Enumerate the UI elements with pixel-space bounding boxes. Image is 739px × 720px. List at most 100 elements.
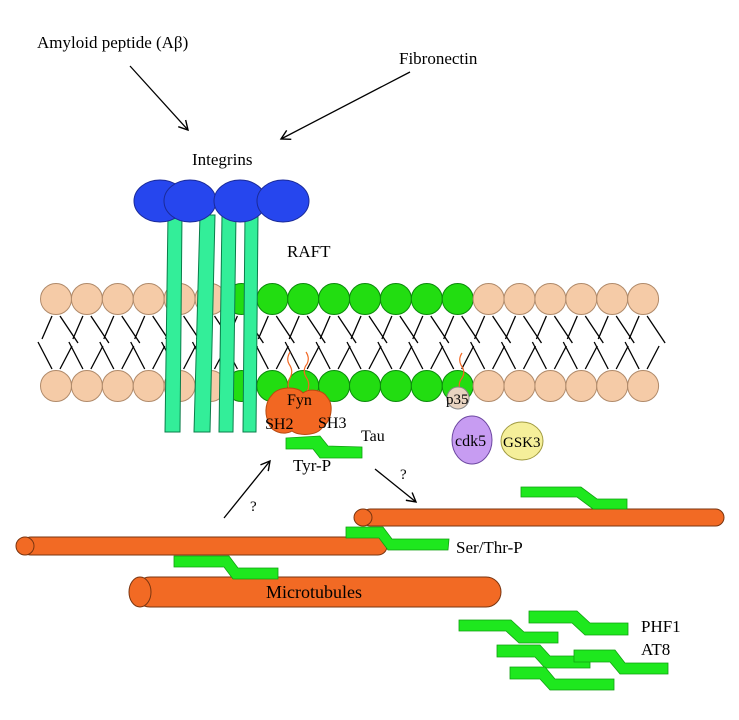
integrin-heads [133,179,310,223]
tau-protein [458,619,559,644]
tau-protein [573,649,669,675]
lipid-tail [628,315,640,340]
lipid-tail [103,315,115,340]
fyn-lipid-anchor [303,351,310,393]
tyr-p-label: Tyr-P [293,456,331,475]
tau-protein [496,644,591,669]
sh2-label: SH2 [265,416,293,433]
lipid-tail [430,315,450,344]
raft-lipid-head [318,283,351,315]
lipid-head [472,370,505,402]
lipid-tail [90,345,104,370]
lipid-head [565,283,598,315]
lipid-tail [368,315,388,344]
lipid-tail [90,315,110,344]
lipid-tail [72,315,84,340]
lipid-tail [470,341,486,370]
phf1-label: PHF1 [641,617,681,636]
lipid-tail [59,315,79,344]
lipid-tail [615,345,629,370]
lipid-tail [584,315,604,344]
integrin-stalk [242,214,259,433]
integrins-label: Integrins [192,150,252,169]
lipid-tail [584,345,598,370]
lipid-tail [492,345,506,370]
lipid-tail [134,315,146,340]
arrows [129,65,418,519]
lipid-bilayer [37,283,666,402]
microtubules-label: Microtubules [266,582,362,602]
tau-protein [285,435,363,459]
lipid-tail [275,345,289,370]
lipid-tail [130,341,146,370]
lipid-head [40,283,72,315]
lipid-tail [275,315,295,344]
gsk3-kinase [500,421,544,461]
lipid-head [132,283,165,315]
lipid-tail [306,315,326,344]
lipid-tail [99,341,115,370]
lipid-tail [368,345,382,370]
lipid-tail [68,341,84,370]
microtubule [353,508,725,527]
lipid-head [101,283,134,315]
lipid-tail [183,345,197,370]
lipid-head [534,283,567,315]
lipid-tail [288,315,300,340]
tau-protein [528,610,629,636]
lipid-head [472,283,505,315]
integrin-head [256,179,310,223]
microtubule [15,536,388,556]
gsk3-label: GSK3 [503,435,541,451]
at8-label: AT8 [641,640,670,659]
lipid-tail [522,345,537,370]
lipid-tail [350,315,362,340]
lipid-head [101,370,134,402]
lipid-head [565,370,598,402]
lipid-tail [461,315,481,344]
raft-lipid-head [410,370,443,402]
microtubule [128,576,502,608]
p35-lipid-anchor [458,352,465,393]
tau-protein [173,555,279,580]
lipid-tail [284,341,300,370]
lipid-tail [522,315,543,344]
lipid-head [534,370,567,402]
lipid-head [596,370,629,402]
question-mark-left: ? [250,499,257,515]
lipid-tail [443,315,455,340]
lipid-tail [461,345,475,370]
tau-protein [509,666,615,691]
lipid-tail [399,315,419,344]
lipid-tail [152,345,166,370]
lipid-tail [377,341,393,370]
lipid-tail [315,341,331,370]
integrin-stalk [218,214,237,433]
lipid-tail [531,341,547,370]
fibronectin-label: Fibronectin [399,49,478,68]
fyn-kinase [265,387,332,435]
lipid-head [627,283,660,315]
lipid-tail [553,345,567,370]
raft-lipid-head [349,370,381,402]
lipid-tail [492,315,512,344]
fyn-label: Fyn [287,392,312,409]
cdk5-kinase [451,415,493,465]
lipid-tail [399,345,413,370]
amyloid-label: Amyloid peptide (Aβ) [37,33,188,52]
lipid-anchors [287,351,465,393]
lipid-tail [504,315,517,340]
microtubules [15,508,725,608]
lipid-tail [121,315,141,344]
question-mark-right: ? [400,467,407,483]
lipid-head [40,370,72,402]
lipid-tail [306,345,320,370]
lipid-tail [381,315,393,340]
lipid-tail [593,341,609,370]
lipid-tail [59,345,73,370]
integrin-stalk [164,214,183,433]
lipid-head [70,283,103,315]
lipid-tail [408,341,424,370]
lipid-tail [566,315,578,340]
